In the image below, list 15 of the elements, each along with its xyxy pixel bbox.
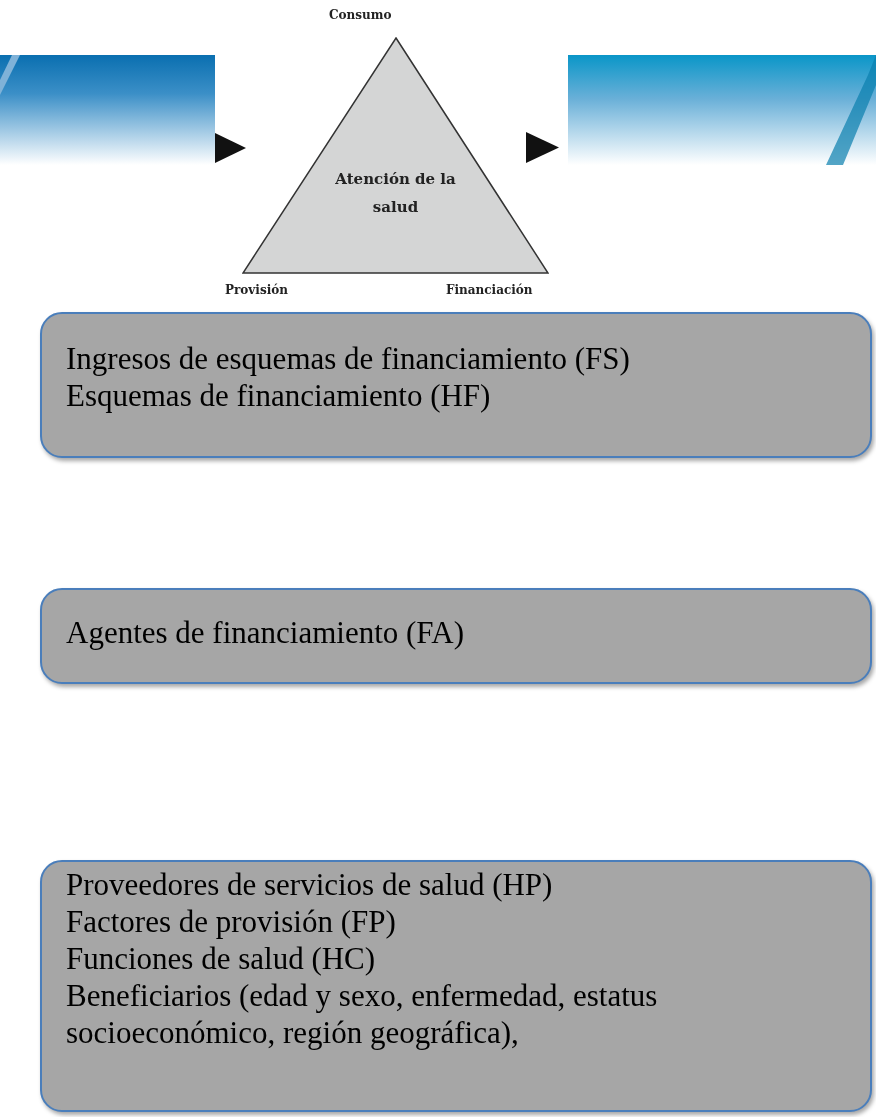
box-text: Ingresos de esquemas de financiamiento (FS) — [66, 340, 631, 377]
box-text: Beneficiarios (edad y sexo, enfermedad, estatus socioeconómico, región geográfica), — [66, 977, 659, 1051]
rounded-box — [40, 312, 872, 458]
triangle-label: Atención de la salud — [334, 169, 457, 218]
box-text: Agentes de financiamiento (FA) — [66, 614, 465, 651]
rounded-box — [40, 588, 872, 684]
corner-label: Provisión — [225, 282, 288, 299]
box-text: Funciones de salud (HC) — [66, 940, 377, 977]
triangle-shape — [242, 37, 549, 274]
box-text: Proveedores de servicios de salud (HP) — [66, 866, 554, 903]
box-text: Esquemas de financiamiento (HF) — [66, 377, 492, 414]
corner-label: Financiación — [446, 282, 533, 299]
rounded-box — [40, 860, 872, 1112]
box-text: Factores de provisión (FP) — [66, 903, 397, 940]
corner-label: Consumo — [329, 7, 392, 24]
